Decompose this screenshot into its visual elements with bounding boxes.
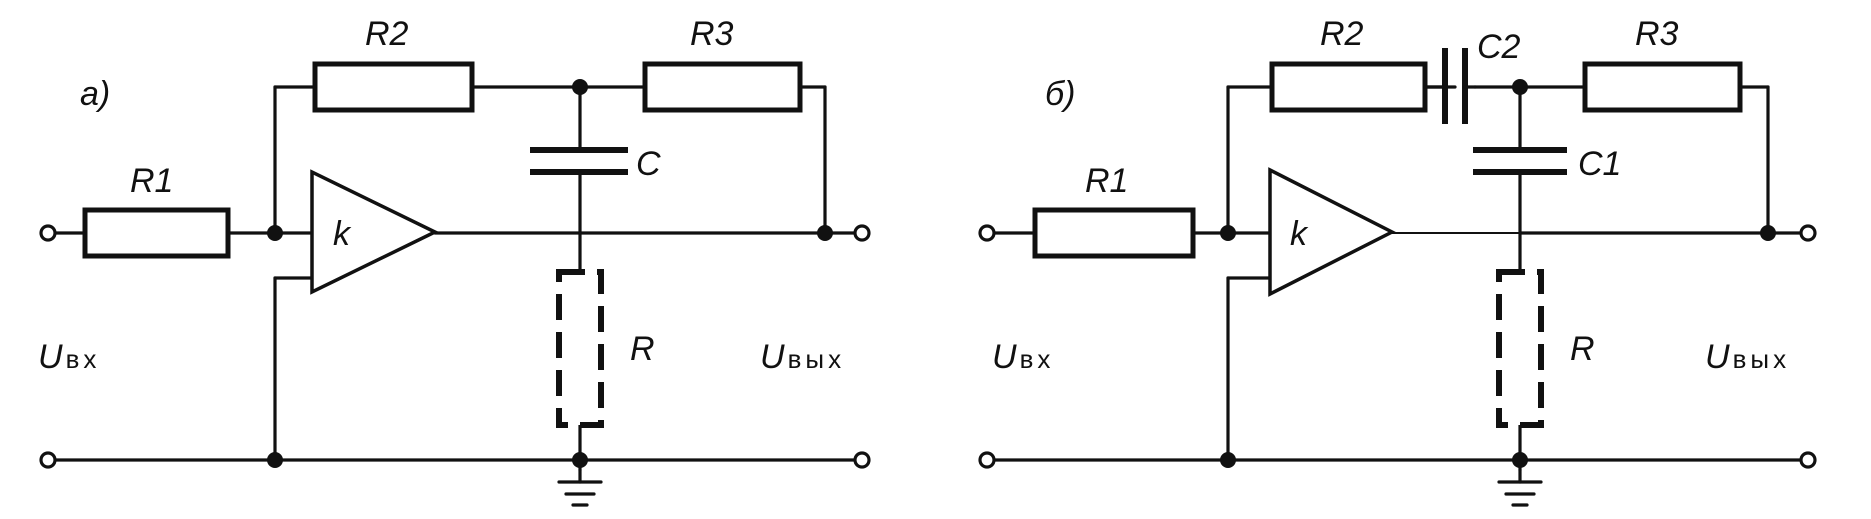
resistor-r3-b	[1582, 61, 1743, 113]
label-c-a: C	[636, 145, 661, 183]
circuit-a: а)	[38, 15, 871, 507]
label-r2-b: R2	[1320, 15, 1364, 53]
junction-dot	[572, 79, 588, 95]
capacitor-c1-b	[1473, 147, 1567, 175]
junction-dot	[817, 225, 833, 241]
label-r3-b: R3	[1635, 15, 1679, 53]
ground-terminal	[978, 451, 996, 469]
junction-dot	[1512, 452, 1528, 468]
resistor-r2-b	[1269, 61, 1428, 113]
label-r-b: R	[1570, 330, 1595, 368]
circuit-b: б)	[978, 15, 1817, 507]
input-terminal	[39, 224, 57, 242]
circuit-b-wires	[985, 85, 1807, 472]
junction-dot	[1760, 225, 1776, 241]
resistor-r1-a	[82, 207, 231, 259]
capacitor-c-a	[530, 147, 628, 175]
label-r3-a: R3	[690, 15, 734, 53]
ground-terminal	[1799, 451, 1817, 469]
amplifier-a: k	[310, 169, 439, 295]
label-r2-a: R2	[365, 15, 409, 53]
amplifier-b: k	[1268, 167, 1396, 297]
load-resistor-r-a	[556, 269, 604, 428]
circuit-a-tag: а)	[80, 75, 110, 113]
label-r1-b: R1	[1085, 162, 1128, 200]
junction-dot	[1512, 79, 1528, 95]
ground-icon	[557, 468, 603, 507]
amplifier-gain-label: k	[333, 215, 352, 253]
label-c2-b: C2	[1477, 28, 1521, 66]
resistor-r1-b	[1032, 207, 1196, 259]
load-resistor-r-b	[1496, 269, 1544, 428]
amplifier-gain-label: k	[1290, 215, 1309, 253]
junction-dot	[267, 452, 283, 468]
output-terminal	[1799, 224, 1817, 242]
ground-terminal	[853, 451, 871, 469]
input-terminal	[978, 224, 996, 242]
junction-dot	[267, 225, 283, 241]
resistor-r2-a	[312, 61, 475, 113]
label-r1-a: R1	[130, 162, 173, 200]
junction-dot	[1220, 225, 1236, 241]
circuit-b-tag: б)	[1045, 75, 1075, 113]
capacitor-c2-b	[1423, 48, 1477, 124]
junction-dot	[572, 452, 588, 468]
output-terminal	[853, 224, 871, 242]
ground-icon	[1497, 468, 1543, 507]
label-c1-b: C1	[1578, 145, 1621, 183]
label-r-a: R	[630, 330, 655, 368]
ground-terminal	[39, 451, 57, 469]
junction-dot	[1220, 452, 1236, 468]
resistor-r3-a	[642, 61, 803, 113]
circuit-a-wires	[46, 85, 862, 472]
